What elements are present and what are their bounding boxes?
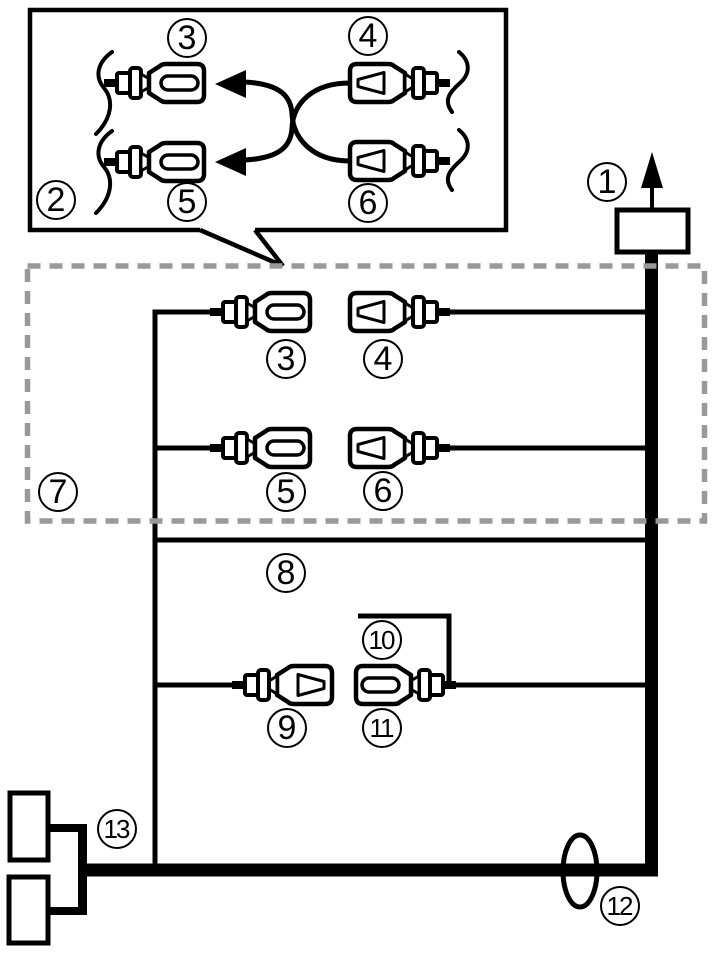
- callout-tail: [199, 227, 285, 269]
- harness-wires: [152, 309, 651, 869]
- connector-1-box: [614, 207, 691, 255]
- label-13: 13: [97, 809, 137, 849]
- female-terminal-icon: [210, 293, 310, 331]
- label-10: 10: [362, 620, 402, 660]
- swap-arrows: [215, 70, 351, 176]
- branch-wire-10: [358, 613, 452, 685]
- harness-dashed-region: [24, 263, 708, 524]
- label-3: 3: [266, 339, 306, 379]
- component-boxes-13: [6, 790, 87, 946]
- label-2: 2: [36, 180, 76, 220]
- callout-label-4: 4: [348, 16, 388, 56]
- female-terminal-icon: [210, 429, 310, 467]
- male-terminal-icon: [350, 64, 450, 102]
- wire-break-squiggles: [94, 50, 470, 215]
- callout-label-3: 3: [167, 18, 207, 58]
- label-4: 4: [363, 339, 403, 379]
- callout-label-6: 6: [348, 183, 388, 223]
- up-arrow-icon: [641, 152, 663, 208]
- female-terminal-icon: [104, 143, 204, 181]
- label-6: 6: [363, 471, 403, 511]
- male-terminal-icon: [350, 429, 450, 467]
- female-terminal-icon: [104, 64, 204, 102]
- female-terminal-icon: [356, 666, 456, 704]
- label-9: 9: [267, 708, 307, 748]
- callout-label-5: 5: [167, 182, 207, 222]
- label-12: 12: [600, 886, 640, 926]
- label-8: 8: [266, 553, 306, 593]
- label-5: 5: [266, 472, 306, 512]
- left-arrow-icon: [215, 148, 246, 176]
- label-11: 11: [362, 708, 402, 748]
- callout-bubble: [27, 7, 509, 269]
- male-terminal-icon: [350, 293, 450, 331]
- label-7: 7: [38, 472, 78, 512]
- left-arrow-icon: [215, 70, 246, 98]
- male-terminal-icon: [232, 666, 332, 704]
- label-1: 1: [587, 162, 627, 202]
- wire-loop-12: [560, 832, 600, 910]
- male-terminal-icon: [350, 142, 450, 180]
